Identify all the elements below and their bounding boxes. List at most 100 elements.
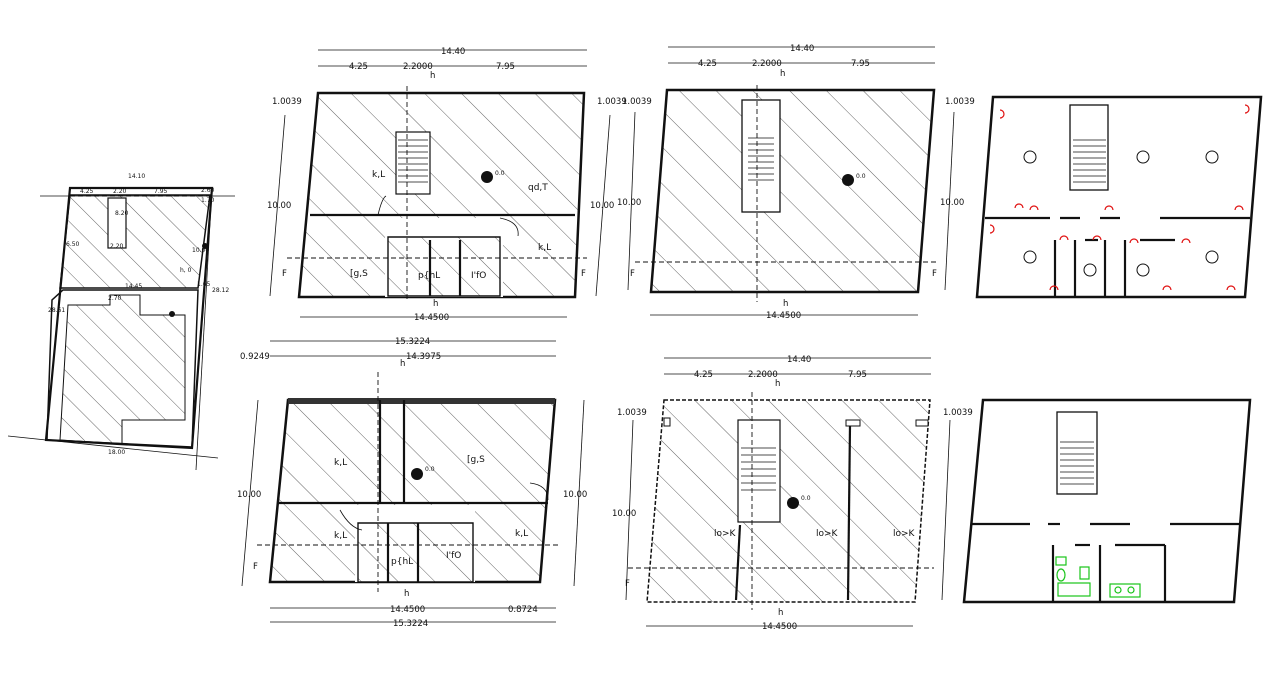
plan2-outline bbox=[649, 88, 936, 294]
plan1-section-top: h bbox=[430, 71, 435, 81]
plan4-dim-bottom2: 15.3224 bbox=[393, 619, 428, 629]
plan5-dim-c: 7.95 bbox=[848, 370, 867, 380]
plan-lower-left: 15.3224 0.9249 14.3975 10.00 10.00 14.45… bbox=[237, 337, 587, 629]
plan5-dim-bottom: 14.4500 bbox=[762, 622, 797, 632]
origin-marker-icon bbox=[481, 171, 493, 183]
plan2-dim-overall: 14.40 bbox=[790, 44, 814, 54]
plan-plumbing bbox=[962, 398, 1252, 604]
dim-c: 7.95 bbox=[496, 62, 515, 72]
plan5-dim-a: 4.25 bbox=[694, 370, 713, 380]
site-label-165: 1.65 bbox=[197, 281, 211, 288]
plan1-room-e: I'fO bbox=[471, 271, 486, 281]
site-stair-void bbox=[107, 197, 127, 249]
site-label-h0: h, 0 bbox=[180, 267, 192, 274]
origin-marker-icon-2 bbox=[842, 174, 854, 186]
plan4-dim-bottom1: 14.4500 bbox=[390, 605, 425, 615]
plan4-section-bottom: h bbox=[404, 589, 409, 599]
plan4-origin: 0.0 bbox=[425, 466, 435, 473]
plan2-dim-height-right: 10.00 bbox=[940, 198, 964, 208]
plan5-section-top: h bbox=[775, 379, 780, 389]
plan2-dim-c: 7.95 bbox=[851, 59, 870, 69]
plan1-origin: 0.0 bbox=[495, 170, 505, 177]
plan4-room-1: k,L bbox=[334, 458, 347, 468]
plan5-origin: 0.0 bbox=[801, 495, 811, 502]
plan1-room-f: k,L bbox=[538, 243, 551, 253]
plan1-cut-left: F bbox=[282, 269, 287, 279]
plan4-room-5: I'fO bbox=[446, 551, 461, 561]
plan2-dim-b: 2.2000 bbox=[752, 59, 782, 69]
plan4-room-4: p{hL bbox=[391, 557, 413, 567]
site-boundary bbox=[44, 186, 214, 450]
plan1-stair bbox=[395, 131, 431, 195]
origin-marker-icon-3 bbox=[411, 468, 423, 480]
site-label-795: 7.95 bbox=[154, 188, 168, 195]
plan1-outline bbox=[297, 91, 586, 299]
site-label-425: 4.25 bbox=[80, 188, 94, 195]
origin-marker-icon-4 bbox=[787, 497, 799, 509]
site-label-right: 28.12 bbox=[212, 287, 229, 294]
site-plan: 14.10 4.25 2.20 7.95 2.60 1.70 8.20 2.20… bbox=[7, 173, 235, 471]
plan1-room-d: p{hL bbox=[418, 271, 440, 281]
site-label-650: 6.50 bbox=[66, 241, 80, 248]
plan2-origin: 0.0 bbox=[856, 173, 866, 180]
site-building-top bbox=[59, 194, 211, 289]
plan-electrical bbox=[975, 95, 1263, 299]
site-label-270: 2.70 bbox=[108, 295, 122, 302]
plan4-room-6: k,L bbox=[515, 529, 528, 539]
site-label-170: 1.70 bbox=[201, 197, 215, 204]
dim-level-right: 1.0039 bbox=[597, 97, 627, 107]
plan2-cut-left: F bbox=[630, 269, 635, 279]
dim-level-left: 1.0039 bbox=[272, 97, 302, 107]
plan-upper-hatched: 14.40 4.25 2.2000 7.95 1.0039 1.0039 10.… bbox=[617, 44, 975, 321]
plan5-dim-b: 2.2000 bbox=[748, 370, 778, 380]
site-label-1000: 10.00 bbox=[192, 247, 209, 254]
plan4-room-2: [g,S bbox=[467, 455, 485, 465]
plan2-dim-bottom: 14.4500 bbox=[766, 311, 801, 321]
plan5-cut-left: F bbox=[625, 579, 630, 589]
site-label-260: 2.60 bbox=[201, 187, 215, 194]
plan2-dim-a: 4.25 bbox=[698, 59, 717, 69]
plan5-room-2: lo>K bbox=[816, 529, 839, 539]
plan2-dim-height-left: 10.00 bbox=[617, 198, 641, 208]
site-label-mid: 14.45 bbox=[125, 283, 142, 290]
plan1-room-a: k,L bbox=[372, 170, 385, 180]
plan-lower-middle: 14.40 4.25 2.2000 7.95 1.0039 1.0039 10.… bbox=[612, 355, 973, 632]
dim-height-left: 10.00 bbox=[267, 201, 291, 211]
site-label-820: 8.20 bbox=[115, 210, 129, 217]
plan1-section-bottom: h bbox=[433, 299, 438, 309]
plan4-dim-inner: 14.3975 bbox=[406, 352, 441, 362]
plan5-room-1: lo>K bbox=[714, 529, 737, 539]
plan3-outline bbox=[975, 95, 1263, 299]
plan4-room-3: k,L bbox=[334, 531, 347, 541]
plan1-room-b: qd,T bbox=[528, 183, 548, 193]
site-right-edge-line bbox=[195, 187, 213, 471]
plan4-cut-left: F bbox=[253, 562, 258, 572]
plan4-dim-height-left: 10.00 bbox=[237, 490, 261, 500]
site-label-left: 28.61 bbox=[48, 307, 65, 314]
plan4-dim-bottom-tail: 0.8724 bbox=[508, 605, 538, 615]
plan2-section-top: h bbox=[780, 69, 785, 79]
site-street-line-bottom bbox=[7, 435, 219, 459]
plan5-room-3: lo>K bbox=[893, 529, 916, 539]
plan-ground-floor: 14.40 4.25 2.2000 7.95 1.0039 1.0039 10.… bbox=[267, 47, 627, 323]
plan2-section-bottom: h bbox=[783, 299, 788, 309]
plan4-dim-height-right: 10.00 bbox=[563, 490, 587, 500]
plan1-cut-right: F bbox=[581, 269, 586, 279]
plan1-room-c: [g,S bbox=[350, 269, 368, 279]
site-label-top: 14.10 bbox=[128, 173, 145, 180]
plan2-dim-level-left: 1.0039 bbox=[622, 97, 652, 107]
plan5-dim-overall: 14.40 bbox=[787, 355, 811, 365]
plan4-section-top: h bbox=[400, 359, 405, 369]
dim-overall: 14.40 bbox=[441, 47, 465, 57]
site-label-220: 2.20 bbox=[113, 188, 127, 195]
dim-a: 4.25 bbox=[349, 62, 368, 72]
plan4-dim-offset: 0.9249 bbox=[240, 352, 270, 362]
dim-height-right: 10.00 bbox=[590, 201, 614, 211]
site-yard-hatch bbox=[59, 294, 186, 445]
plan5-dim-height-left: 10.00 bbox=[612, 509, 636, 519]
plan5-dim-level-left: 1.0039 bbox=[617, 408, 647, 418]
site-label-220b: 2.20 bbox=[110, 243, 124, 250]
plan5-section-bottom: h bbox=[778, 608, 783, 618]
plan2-dim-level-right: 1.0039 bbox=[945, 97, 975, 107]
